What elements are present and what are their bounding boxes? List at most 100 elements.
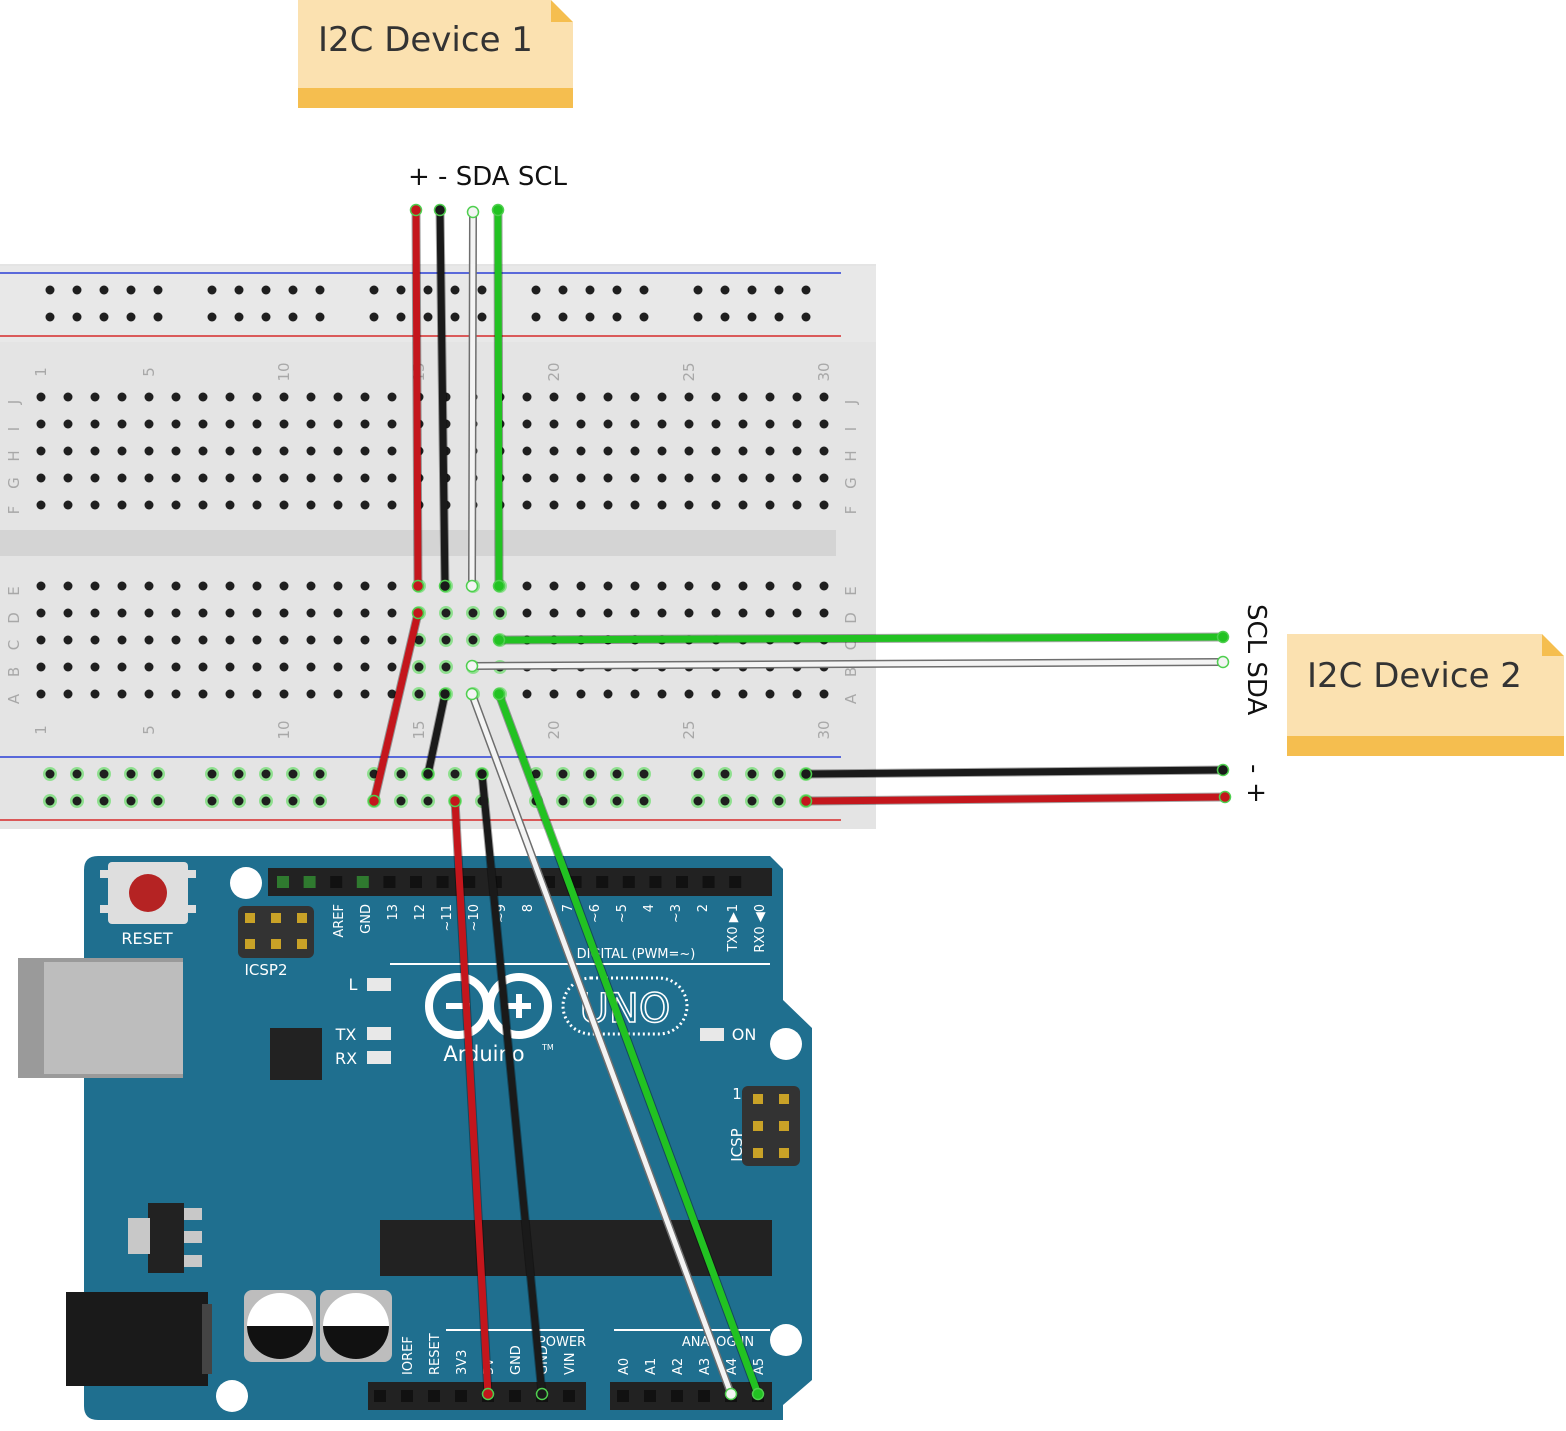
- device2-minus-wire-end-1: [1216, 763, 1230, 777]
- rail-top-hole-g2-0-r1: [369, 312, 379, 322]
- analog-pin-label-5: A5: [752, 1358, 767, 1375]
- rail-bot-hole-g1-2-r1: [261, 796, 271, 806]
- bb-hole-top-c5-r1: [144, 419, 154, 429]
- reset-button[interactable]: [129, 874, 167, 912]
- bb-hole-bot-c28-r1: [765, 608, 775, 618]
- digital-pin-label-5: ~10: [467, 904, 482, 931]
- row-letter-right-A: A: [842, 693, 860, 704]
- bb-hole-top-c7-r3: [198, 473, 208, 483]
- bb-hole-top-c8-r0: [225, 392, 235, 402]
- rail-top-hole-g3-2-r0: [585, 285, 595, 295]
- digital-pin-label-4: ~11: [440, 904, 455, 931]
- wires: [367, 203, 1232, 1401]
- rail-bot-hole-g4-1-r1: [720, 796, 730, 806]
- mount-hole-right-bottom: [770, 1324, 802, 1356]
- digital-header-pin-13: [622, 876, 635, 888]
- bb-hole-top-c20-r2: [549, 446, 559, 456]
- row-letter-right-H: H: [842, 450, 860, 461]
- arduino-a5-scl-wire: [495, 690, 762, 1398]
- power-pin-label-1: RESET: [428, 1333, 443, 1375]
- bb-hole-top-c10-r2: [279, 446, 289, 456]
- rail-bot-hole-g4-0-r1: [693, 796, 703, 806]
- bb-hole-top-c27-r1: [738, 419, 748, 429]
- bb-hole-bot-c9-r4: [252, 689, 262, 699]
- bb-hole-bot-c11-r1: [306, 608, 316, 618]
- row-letter-left-B: B: [5, 667, 23, 677]
- device1-scl-wire-end-1: [492, 579, 506, 593]
- column-number-bottom-1: 1: [32, 725, 50, 735]
- bb-hole-bot-c9-r3: [252, 662, 262, 672]
- rail-bot-hole-g3-2-r0: [585, 769, 595, 779]
- rail-top-hole-g1-0-r1: [207, 312, 217, 322]
- device2-minus-wire-end-0: [799, 767, 813, 781]
- rail-top-hole-g1-2-r1: [261, 312, 271, 322]
- bb-hole-top-c20-r1: [549, 419, 559, 429]
- bb-hole-top-c2-r1: [63, 419, 73, 429]
- bb-hole-top-c22-r4: [603, 500, 613, 510]
- bb-hole-bot-c16-r2: [441, 635, 451, 645]
- analog-pin-label-0: A0: [617, 1358, 632, 1375]
- rail-bot-hole-g2-3-r0: [450, 769, 460, 779]
- reset-pin-2: [100, 905, 110, 913]
- bb-hole-top-c19-r0: [522, 392, 532, 402]
- bb-hole-bot-c2-r3: [63, 662, 73, 672]
- bb-hole-bot-c27-r4: [738, 689, 748, 699]
- bb-hole-top-c19-r2: [522, 446, 532, 456]
- bb-hole-bot-c29-r0: [792, 581, 802, 591]
- mount-hole-bottom-left: [216, 1380, 248, 1412]
- reset-pin-4: [186, 905, 196, 913]
- arduino-5v-wire: [451, 797, 492, 1398]
- bb-hole-top-c4-r0: [117, 392, 127, 402]
- rail-top-hole-g1-1-r0: [234, 285, 244, 295]
- row-letter-left-A: A: [5, 693, 23, 704]
- power-header-pin-3: [455, 1390, 467, 1402]
- rail-bot-hole-g3-4-r0: [639, 769, 649, 779]
- bb-hole-bot-c28-r4: [765, 689, 775, 699]
- regulator-pin-2: [184, 1231, 202, 1243]
- bb-hole-top-c19-r4: [522, 500, 532, 510]
- column-number-top-1: 1: [32, 367, 50, 377]
- bb-hole-top-c27-r3: [738, 473, 748, 483]
- reset-pin-1: [100, 870, 110, 878]
- power-pin-label-0: IOREF: [401, 1336, 416, 1375]
- row-letter-right-J: J: [842, 400, 860, 405]
- bb-hole-bot-c24-r1: [657, 608, 667, 618]
- digital-header-pin-6: [436, 876, 449, 888]
- icsp2-header: [238, 906, 314, 958]
- bb-hole-top-c3-r1: [90, 419, 100, 429]
- bb-hole-top-c22-r2: [603, 446, 613, 456]
- arduino-5v-wire-end-1: [481, 1387, 495, 1401]
- digital-pin-label-9: ~6: [588, 904, 603, 923]
- power-label: POWER: [538, 1335, 586, 1350]
- bb-hole-bot-c25-r0: [684, 581, 694, 591]
- bb-hole-top-c2-r0: [63, 392, 73, 402]
- bb-hole-bot-c19-r0: [522, 581, 532, 591]
- bb-hole-top-c20-r0: [549, 392, 559, 402]
- bb-hole-top-c12-r3: [333, 473, 343, 483]
- bb-hole-bot-c26-r0: [711, 581, 721, 591]
- bb-hole-bot-c5-r2: [144, 635, 154, 645]
- column-number-bottom-15: 15: [410, 720, 428, 739]
- led-tx: [367, 1027, 391, 1040]
- bb-hole-top-c20-r4: [549, 500, 559, 510]
- logo-right-loop: [486, 973, 552, 1039]
- bb-hole-bot-c25-r1: [684, 608, 694, 618]
- icsp-pin-1-2: [779, 1148, 789, 1158]
- device2-sda-wire-end-0: [465, 659, 479, 673]
- bb-hole-bot-c6-r1: [171, 608, 181, 618]
- column-number-bottom-5: 5: [140, 725, 158, 735]
- mount-hole-right-mid: [770, 1028, 802, 1060]
- bb-hole-bot-c21-r0: [576, 581, 586, 591]
- device2-minus-wire: [802, 766, 1227, 778]
- rail-bot-hole-g3-2-r1: [585, 796, 595, 806]
- bb-hole-bot-c13-r4: [360, 689, 370, 699]
- column-number-bottom-10: 10: [275, 720, 293, 739]
- row-letter-right-G: G: [842, 477, 860, 489]
- bb-hole-top-c13-r3: [360, 473, 370, 483]
- digital-pin-label-10: ~5: [615, 904, 630, 923]
- rail-bot-hole-g4-2-r1: [747, 796, 757, 806]
- digital-pin-label-8: 7: [561, 904, 576, 912]
- bb-hole-top-c14-r2: [387, 446, 397, 456]
- bb-hole-top-c6-r4: [171, 500, 181, 510]
